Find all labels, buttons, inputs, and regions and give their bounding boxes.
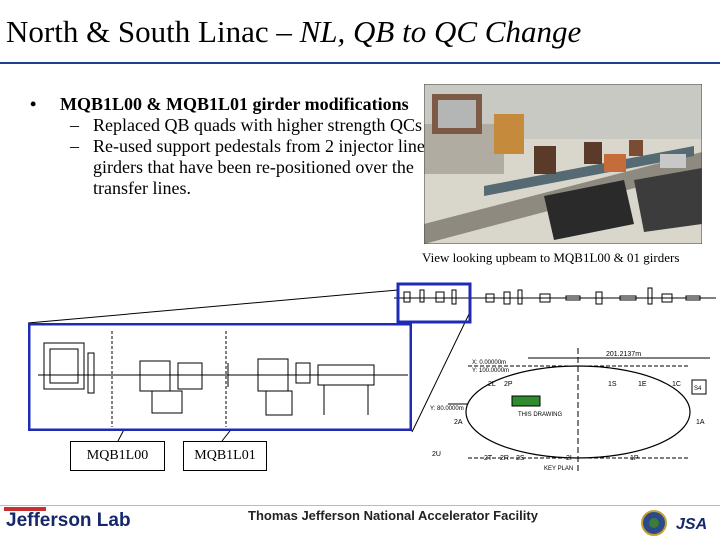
plan-label-2A: 2A [454,419,463,426]
girder-label-mqb1l01: MQB1L01 [183,441,267,471]
key-plan: 201.2137m X: 0.00000m Y: 100.0000m Y: 80… [430,348,710,474]
sub-bullet-text: Re-used support pedestals from 2 injecto… [93,136,425,198]
plan-left-height: Y: 80.0000m [430,406,464,412]
title-underline [0,62,720,64]
bullet-item: • MQB1L00 & MQB1L01 girder modifications [30,94,425,115]
plan-label-1E: 1E [638,381,647,388]
plan-key-label: KEY PLAN [544,466,573,472]
girder-label-mqb1l00: MQB1L00 [70,441,165,471]
footer-divider [0,505,720,506]
plan-label-2T: 2T [484,455,493,462]
plan-label-1C: 1C [672,381,681,388]
facility-name: Thomas Jefferson National Accelerator Fa… [248,508,538,523]
sub-bullet-item: – Replaced QB quads with higher strength… [30,115,425,136]
partner-logos: JSA [641,510,707,536]
plan-readout-y: Y: 100.0000m [472,368,509,374]
sub-bullet-marker: – [70,115,79,135]
plan-label-1S: 1S [608,381,617,388]
bullet-text: MQB1L00 & MQB1L01 girder modifications [60,94,409,114]
jsa-logo: JSA [676,516,707,533]
plan-label-2S: 2S [516,455,525,462]
plan-marker: 2U [432,451,441,458]
beamline-lattice [394,282,716,324]
plan-readout-x: X: 0.00000m [472,360,506,366]
photo-caption: View looking upbeam to MQB1L00 & 01 gird… [422,250,680,265]
sub-bullet-text: Replaced QB quads with higher strength Q… [93,115,422,135]
plan-label-2I: 2I [566,455,572,462]
sub-bullet-item: – Re-used support pedestals from 2 injec… [30,136,425,199]
title-main: North & South Linac – [6,14,300,49]
bullet-marker: • [30,94,37,114]
bullet-list: • MQB1L00 & MQB1L01 girder modifications… [30,94,425,199]
plan-dimension: 201.2137m [606,351,641,358]
plan-label-2R: 2R [500,455,509,462]
sub-bullet-marker: – [70,136,79,156]
jefferson-lab-logo: Jefferson Lab [6,510,131,531]
girder-drawing [28,323,412,431]
girder-photo [424,84,702,244]
jlab-logo-accent [4,507,46,511]
plan-label-1P: 1P [630,455,639,462]
page-title: North & South Linac – NL, QB to QC Chang… [6,14,581,50]
title-subtitle: NL, QB to QC Change [299,14,582,49]
plan-site-label: S4 [694,386,702,392]
plan-annotation: THIS DRAWING [518,412,562,418]
plan-label-1A: 1A [696,419,705,426]
plan-label-2L: 2L [488,381,496,388]
plan-label-2P: 2P [504,381,513,388]
